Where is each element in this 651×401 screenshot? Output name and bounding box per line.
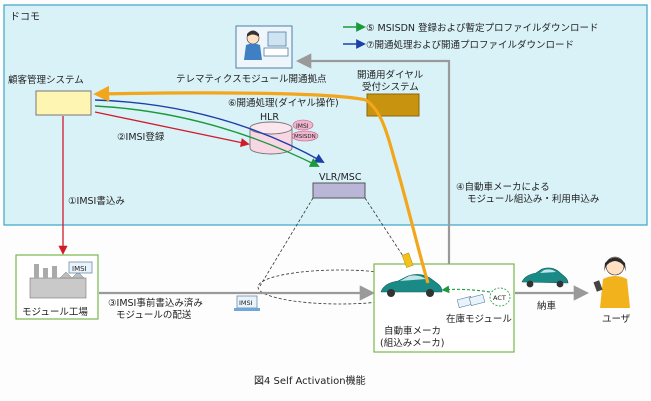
flow-green-local-arrow (441, 285, 491, 294)
hlr-imsi-tag-text: IMSI (296, 123, 309, 130)
step3-label-2: モジュールの配送 (116, 309, 192, 321)
stock-module-icon (456, 293, 486, 309)
user-icon (593, 256, 630, 308)
step3-label-1: ③IMSI事前書込み済み (108, 297, 203, 309)
stock-module-label: 在庫モジュール (446, 313, 512, 325)
step4-label-1: ④自動車メーカによる (456, 181, 550, 193)
legend: ⑤ MSISDN 登録および暫定プロファイルダウンロード ⑦開通処理および開通プ… (343, 22, 599, 51)
act-tag-text: ACT (493, 294, 506, 302)
step1-label: ①IMSI書込み (68, 195, 125, 207)
hlr-msisdn-tag (291, 130, 319, 142)
crm-box (35, 90, 92, 116)
flow-blue-arrow (94, 99, 325, 163)
shipping-module-icon (234, 295, 260, 311)
delivery-car-icon (521, 267, 569, 288)
figure-caption: 図4 Self Activation機能 (254, 374, 366, 387)
user-label: ユーザ (602, 314, 631, 325)
act-tag-icon (489, 287, 511, 307)
telematics-base-label: テレマティクスモジュール開通拠点 (176, 73, 327, 85)
hlr-database (249, 121, 293, 155)
telematics-base-icon (235, 25, 293, 69)
flow-red-arrow-hlr (94, 111, 250, 147)
legend-green-label: ⑤ MSISDN 登録および暫定プロファイルダウンロード (366, 22, 599, 34)
activation-dial-icon (401, 252, 414, 268)
hlr-imsi-tag (292, 119, 314, 131)
hlr-msisdn-tag-text: MSISDN (294, 134, 316, 140)
module-factory-label: モジュール工場 (22, 306, 88, 318)
coverage-line-left (259, 197, 314, 287)
delivery-label: 納車 (537, 300, 557, 312)
dial-system-label-1: 開通用ダイヤル (357, 69, 424, 81)
crm-label: 顧客管理システム (8, 74, 84, 86)
automaker-label-1: 自動車メーカ (384, 325, 441, 337)
automaker-label-2: (組込みメーカ) (380, 337, 444, 349)
legend-blue-label: ⑦開通処理および開通プロファイルダウンロード (366, 39, 574, 51)
automaker-box (373, 263, 515, 353)
coverage-line-right (364, 197, 421, 283)
vlr-msc-box (312, 182, 366, 199)
shipping-module-tag: IMSI (239, 299, 253, 307)
hlr-label: HLR (260, 112, 279, 123)
dial-system-box (366, 93, 420, 117)
step6-label: ⑥開通処理(ダイヤル操作) (228, 97, 339, 109)
vlr-msc-label: VLR/MSC (319, 172, 362, 183)
factory-icon (29, 264, 87, 299)
flow-green-arrow (94, 105, 320, 167)
factory-imsi-chip (68, 261, 93, 274)
step4-label-2: モジュール組込み・利用申込み (467, 193, 599, 205)
flow-gray-arrow-application (295, 53, 451, 264)
docomo-label: ドコモ (10, 12, 40, 23)
flow-orange-arrow-activation (93, 85, 430, 284)
step2-label: ②IMSI登録 (117, 131, 165, 143)
dial-system-label-2: 受付システム (362, 81, 419, 93)
factory-imsi-chip-text: IMSI (72, 265, 87, 273)
